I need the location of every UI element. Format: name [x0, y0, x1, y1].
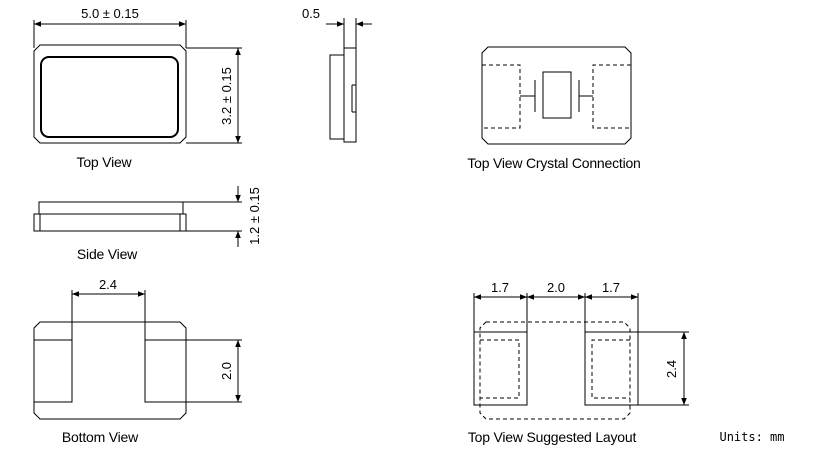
pad-gap-dimension: 2.4 [99, 277, 117, 292]
bottom-view-caption: Bottom View [62, 429, 139, 445]
crystal-connection-view: Top View Crystal Connection [467, 46, 641, 171]
height-dimension: 1.2 ± 0.15 [247, 187, 262, 245]
side-profile: 0.5 [302, 6, 372, 143]
layout-pad-right [584, 331, 639, 406]
bottom-pad-left [34, 339, 73, 403]
crystal-package-outline [481, 46, 632, 145]
layout-inner-pad-right [591, 339, 630, 399]
side-view: 1.2 ± 0.15 Side View [33, 186, 262, 262]
layout-pad-width-right: 1.7 [602, 280, 620, 295]
layout-pad-height: 2.4 [664, 360, 679, 378]
crystal-pad-right [592, 64, 631, 129]
suggested-layout-view: 1.7 2.0 1.7 2.4 Top View Suggested Layou… [468, 280, 689, 445]
units-label: Units: mm [719, 430, 784, 444]
side-thickness-dimension: 0.5 [302, 6, 320, 21]
pad-height-dimension: 2.0 [219, 362, 234, 380]
side-profile-body [329, 54, 345, 140]
top-view-outline [33, 44, 187, 144]
crystal-pad-left [482, 64, 521, 129]
layout-pad-left [473, 331, 528, 406]
length-dimension: 5.0 ± 0.15 [81, 6, 139, 21]
side-view-base [33, 213, 187, 232]
bottom-pad-right [144, 339, 186, 403]
side-view-caption: Side View [77, 246, 138, 262]
top-view: 5.0 ± 0.15 3.2 ± 0.15 Top View [33, 6, 242, 170]
bottom-view: 2.4 2.0 Bottom View [33, 277, 242, 445]
side-view-lid [38, 201, 184, 215]
crystal-connection-caption: Top View Crystal Connection [467, 155, 640, 171]
top-view-lid [40, 56, 179, 138]
layout-package-outline [479, 321, 631, 420]
top-view-caption: Top View [77, 154, 133, 170]
suggested-layout-caption: Top View Suggested Layout [468, 429, 637, 445]
crystal-symbol [542, 71, 572, 119]
side-profile-lid [343, 47, 357, 143]
layout-pad-gap: 2.0 [547, 280, 565, 295]
layout-inner-pad-left [480, 339, 520, 399]
width-dimension: 3.2 ± 0.15 [219, 67, 234, 125]
layout-pad-width-left: 1.7 [491, 280, 509, 295]
bottom-view-outline [33, 321, 187, 420]
